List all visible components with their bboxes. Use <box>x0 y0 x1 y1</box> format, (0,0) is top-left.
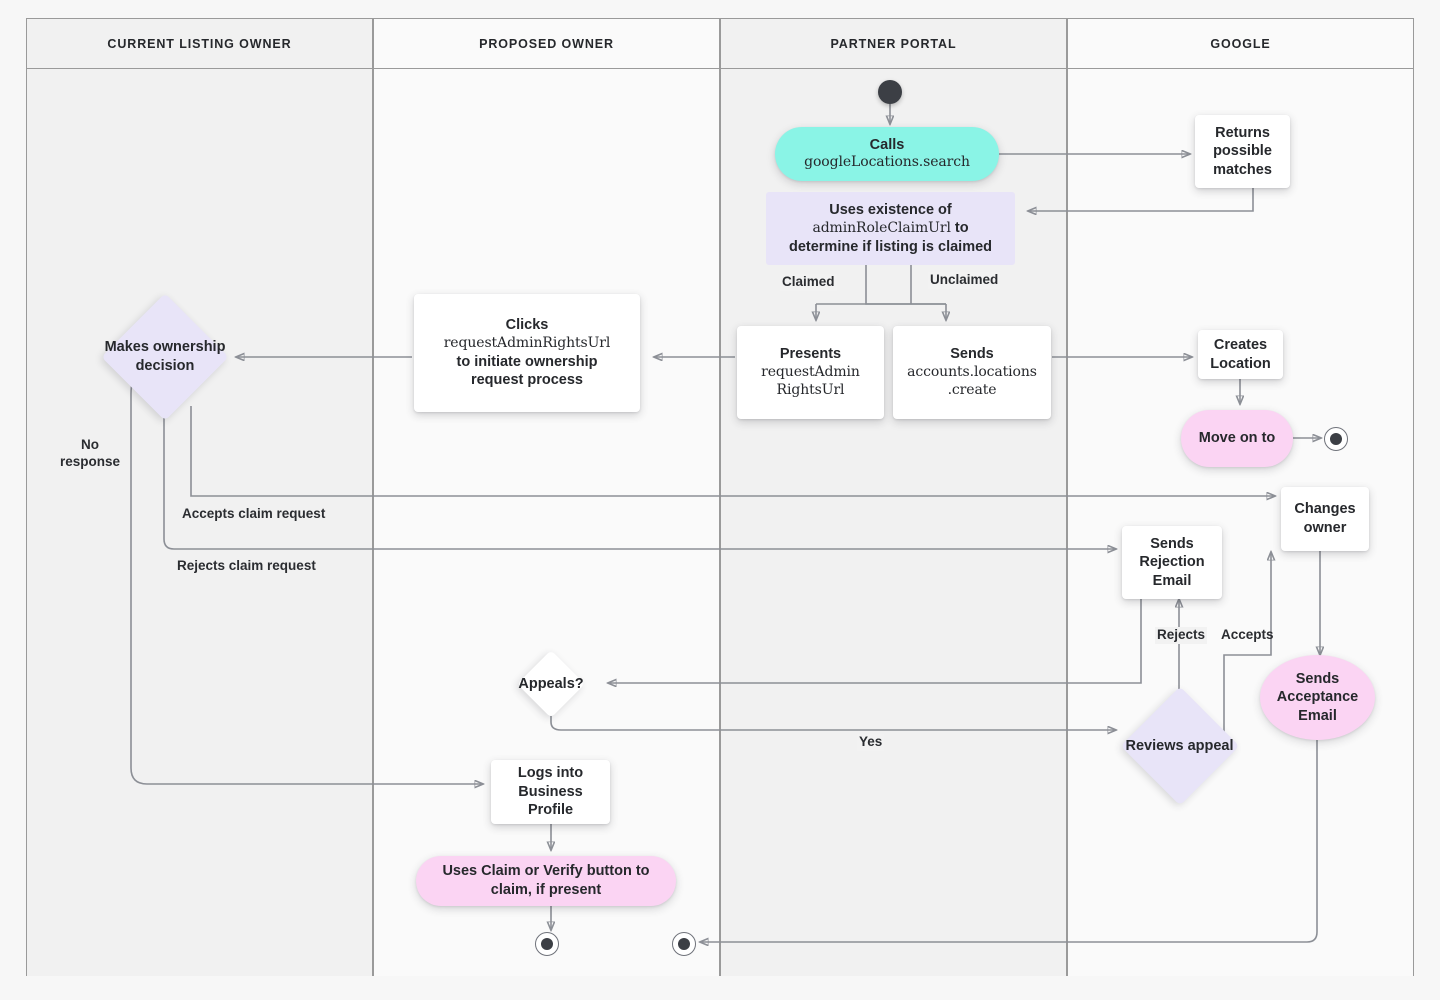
node-line-2: requestAdminRightsUrl <box>443 334 611 351</box>
swimlane-current-listing-owner: CURRENT LISTING OWNER <box>26 18 373 976</box>
node-creates-location[interactable]: Creates Location <box>1198 330 1283 379</box>
swimlane-header-partner-portal: PARTNER PORTAL <box>721 18 1066 68</box>
end-dot-core <box>541 938 553 950</box>
node-line-1: Calls <box>869 136 905 153</box>
swimlane-header-current-listing-owner: CURRENT LISTING OWNER <box>27 18 372 68</box>
node-sends-accounts-locations-create[interactable]: Sends accounts.locations .create <box>893 326 1051 419</box>
swimlane-proposed-owner: PROPOSED OWNER <box>373 18 720 976</box>
node-logs-into-business-profile[interactable]: Logs into Business Profile <box>491 760 610 824</box>
edge-label-unclaimed: Unclaimed <box>928 272 1001 289</box>
end-terminal-google <box>1324 427 1348 451</box>
node-line-3: RightsUrl <box>776 381 845 398</box>
node-uses-claim-or-verify-button[interactable]: Uses Claim or Verify button to claim, if… <box>416 856 676 906</box>
node-presents-requestadminrightsurl[interactable]: Presents requestAdmin RightsUrl <box>737 326 884 419</box>
node-text: Sends accounts.locations .create <box>897 345 1047 399</box>
swimlane-body <box>27 68 372 976</box>
node-line-1: Uses existence of <box>829 201 952 218</box>
node-makes-ownership-decision[interactable]: Makes ownership decision <box>99 292 231 422</box>
node-line-2: googleLocations.search <box>804 154 970 171</box>
node-text: Presents requestAdmin RightsUrl <box>751 345 870 399</box>
edge-label-accepts: Accepts <box>1221 627 1274 642</box>
swimlane-body <box>721 68 1066 976</box>
node-sends-acceptance-email[interactable]: Sends Acceptance Email <box>1260 655 1375 740</box>
node-move-on-to[interactable]: Move on to <box>1181 410 1293 467</box>
node-line-2: adminRoleClaimUrl to <box>812 220 969 237</box>
node-changes-owner[interactable]: Changes owner <box>1281 487 1369 551</box>
swimlane-body <box>374 68 719 976</box>
node-text: Makes ownership decision <box>104 339 226 374</box>
swimlane-body <box>1068 68 1413 976</box>
edge-label-no-response: No response <box>60 437 121 469</box>
node-line-2: accounts.locations <box>907 363 1037 380</box>
node-text: Uses Claim or Verify button to claim, if… <box>442 863 650 898</box>
swimlane-label: GOOGLE <box>1210 36 1271 51</box>
node-text: Returns possible matches <box>1213 124 1272 178</box>
node-text: Creates Location <box>1210 336 1271 372</box>
node-line-1: Clicks <box>505 317 549 334</box>
start-terminal <box>878 80 902 104</box>
node-line-2: requestAdmin <box>761 363 860 380</box>
swimlane-header-proposed-owner: PROPOSED OWNER <box>374 18 719 68</box>
swimlane-label: PROPOSED OWNER <box>479 36 614 51</box>
node-calls-googlelocations-search[interactable]: Calls googleLocations.search <box>775 127 999 181</box>
node-text: Changes owner <box>1294 501 1356 536</box>
node-line-4: request process <box>470 372 583 389</box>
node-sends-rejection-email[interactable]: Sends Rejection Email <box>1122 526 1222 599</box>
node-text: Appeals? <box>518 675 584 692</box>
node-appeals[interactable]: Appeals? <box>495 650 607 718</box>
node-text: Uses existence of adminRoleClaimUrl to d… <box>779 201 1002 257</box>
node-text: Sends Rejection Email <box>1139 535 1205 589</box>
node-returns-possible-matches[interactable]: Returns possible matches <box>1195 115 1290 188</box>
node-text: Sends Acceptance Email <box>1276 670 1359 724</box>
node-text: Reviews appeal <box>1125 737 1234 754</box>
edge-label-rejects-claim-request: Rejects claim request <box>177 558 316 573</box>
end-dot-core <box>1330 433 1342 445</box>
swimlane-label: CURRENT LISTING OWNER <box>107 36 292 51</box>
node-line-3: to initiate ownership <box>456 353 598 370</box>
node-uses-existence-adminroleclaimurl[interactable]: Uses existence of adminRoleClaimUrl to d… <box>766 192 1015 265</box>
end-dot-core <box>678 938 690 950</box>
node-line-3: .create <box>947 381 997 398</box>
edge-label-claimed: Claimed <box>780 274 837 291</box>
node-clicks-requestadminrightsurl[interactable]: Clicks requestAdminRightsUrl to initiate… <box>414 294 640 412</box>
edge-label-yes: Yes <box>857 734 885 751</box>
node-text: Move on to <box>1198 430 1276 447</box>
swimlane-header-google: GOOGLE <box>1068 18 1413 68</box>
node-text: Clicks requestAdminRightsUrl to initiate… <box>434 316 621 390</box>
node-text: Calls googleLocations.search <box>794 136 980 172</box>
node-line-1: Sends <box>950 346 994 363</box>
swimlane-label: PARTNER PORTAL <box>830 36 957 51</box>
end-terminal-partner-portal <box>672 932 696 956</box>
node-line-1: Presents <box>779 346 842 363</box>
node-reviews-appeal[interactable]: Reviews appeal <box>1116 686 1243 806</box>
node-line-4: determine if listing is claimed <box>788 238 993 255</box>
end-terminal-proposed-owner <box>535 932 559 956</box>
edge-label-rejects: Rejects <box>1155 627 1208 644</box>
edge-label-accepts-claim-request: Accepts claim request <box>182 506 326 521</box>
node-text: Logs into Business Profile <box>517 765 584 819</box>
